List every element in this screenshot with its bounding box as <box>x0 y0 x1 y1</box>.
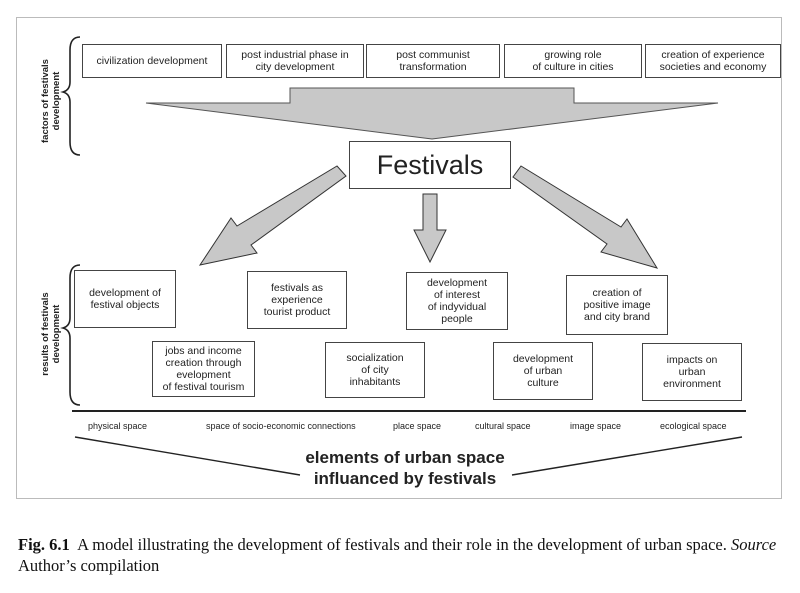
result-box: development of urban culture <box>493 342 593 400</box>
factor-box: post industrial phase in city developmen… <box>226 44 364 78</box>
result-box: impacts on urban environment <box>642 343 742 401</box>
caption-source-label: Source <box>731 535 777 554</box>
bottom-title: elements of urban space influanced by fe… <box>200 447 610 489</box>
factors-brace <box>60 36 81 156</box>
funnel-arrow <box>145 87 719 140</box>
space-label: ecological space <box>660 421 727 431</box>
bottom-funnel-right <box>511 436 743 476</box>
results-brace <box>60 264 81 406</box>
result-box: festivals as experience tourist product <box>247 271 347 329</box>
figure-caption: Fig. 6.1 A model illustrating the develo… <box>18 534 788 576</box>
factor-box: civilization development <box>82 44 222 78</box>
caption-label: Fig. 6.1 <box>18 535 70 554</box>
result-box: development of festival objects <box>74 270 176 328</box>
bottom-title-line2: influanced by festivals <box>313 469 497 488</box>
factor-box: growing role of culture in cities <box>504 44 642 78</box>
caption-text: A model illustrating the development of … <box>77 535 727 554</box>
arrow-left <box>198 165 347 266</box>
factor-box: creation of experience societies and eco… <box>645 44 781 78</box>
factors-side-label: factors of festivals development <box>40 59 62 143</box>
bottom-funnel-left <box>74 436 301 476</box>
result-box: creation of positive image and city bran… <box>566 275 668 335</box>
space-label: physical space <box>88 421 148 431</box>
festivals-box: Festivals <box>349 141 511 189</box>
space-label: space of socio-economic connections <box>206 421 356 431</box>
space-label: place space <box>393 421 442 431</box>
bottom-title-line1: elements of urban space <box>305 448 505 467</box>
results-side-label: results of festivals development <box>40 292 62 376</box>
arrow-right <box>512 165 659 269</box>
space-label: cultural space <box>475 421 531 431</box>
result-box: socialization of city inhabitants <box>325 342 425 398</box>
result-box: jobs and income creation through evelopm… <box>152 341 255 397</box>
factor-box: post communist transformation <box>366 44 500 78</box>
space-label: image space <box>570 421 622 431</box>
arrow-down <box>413 193 447 264</box>
result-box: development of interest of indyvidual pe… <box>406 272 508 330</box>
caption-source-text: Author’s compilation <box>18 556 160 575</box>
